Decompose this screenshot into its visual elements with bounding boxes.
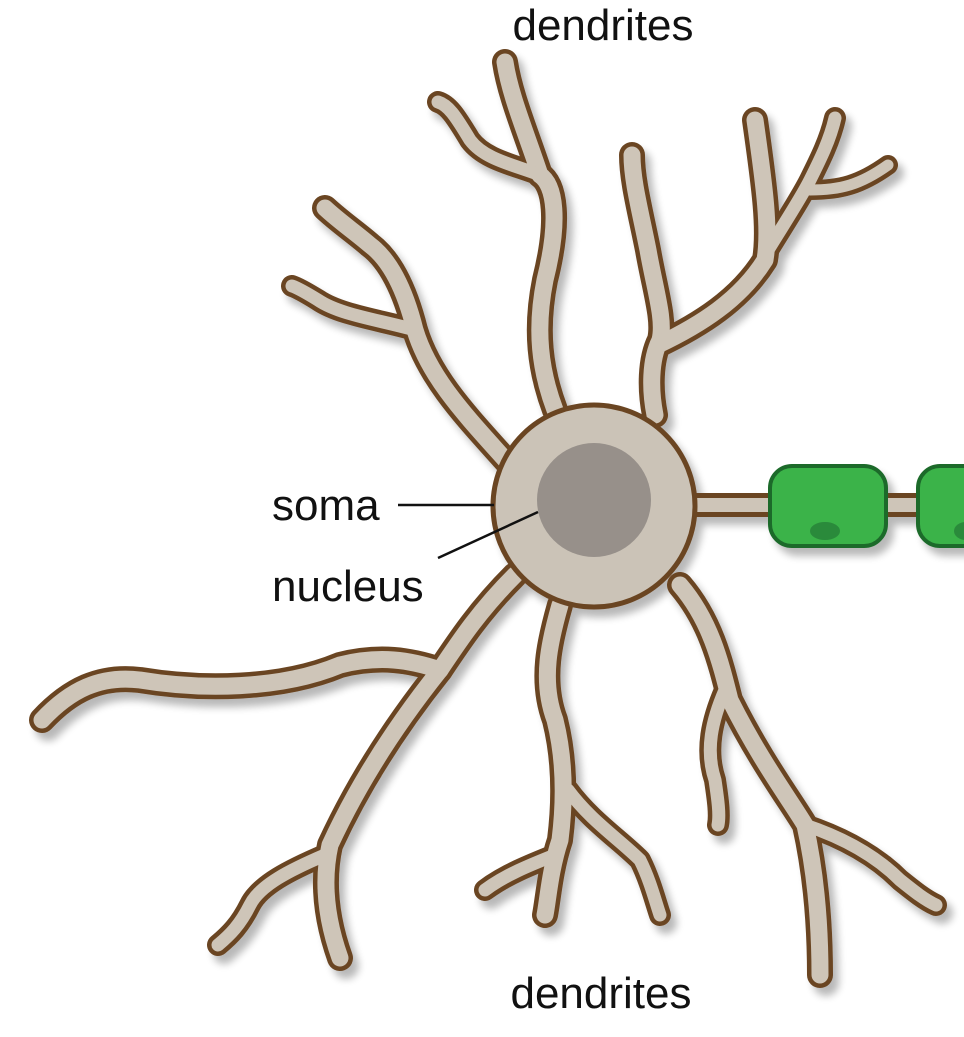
nucleus	[537, 443, 651, 557]
dendrite-fill	[758, 111, 842, 262]
dendrite-bottom-right	[667, 572, 833, 988]
dendrite-fill	[316, 199, 519, 474]
dendrite-fill	[561, 783, 667, 922]
dendrite-fill	[623, 146, 670, 424]
label-dendrites-bottom: dendrites	[510, 969, 691, 1018]
schwann-cell-nucleus	[810, 522, 840, 540]
nucleus-leader-line	[437, 510, 539, 560]
dendrite-fill	[703, 683, 732, 832]
schwann-cell-nucleus	[954, 522, 964, 540]
label-nucleus: nucleus	[272, 562, 424, 611]
neuron-cell	[29, 49, 964, 988]
dendrite-fill	[804, 159, 894, 196]
dendrite-fill	[285, 279, 422, 337]
myelin-sheath	[768, 464, 964, 548]
myelin-segment	[768, 464, 888, 548]
dendrite-fill	[211, 848, 332, 952]
label-soma: soma	[272, 481, 380, 530]
dendrite-fill	[671, 576, 829, 984]
dendrite-fills	[33, 53, 964, 984]
dendrite-fill	[33, 566, 524, 729]
myelin-segment	[916, 464, 964, 548]
dendrite-fill	[317, 661, 449, 967]
label-dendrites-top: dendrites	[512, 1, 693, 50]
dendrite-fill	[431, 95, 547, 182]
dendrite-fill	[478, 848, 562, 897]
dendrite-fill	[496, 53, 564, 419]
dendrite-fill	[798, 818, 943, 912]
dendrite-fill	[536, 596, 572, 924]
